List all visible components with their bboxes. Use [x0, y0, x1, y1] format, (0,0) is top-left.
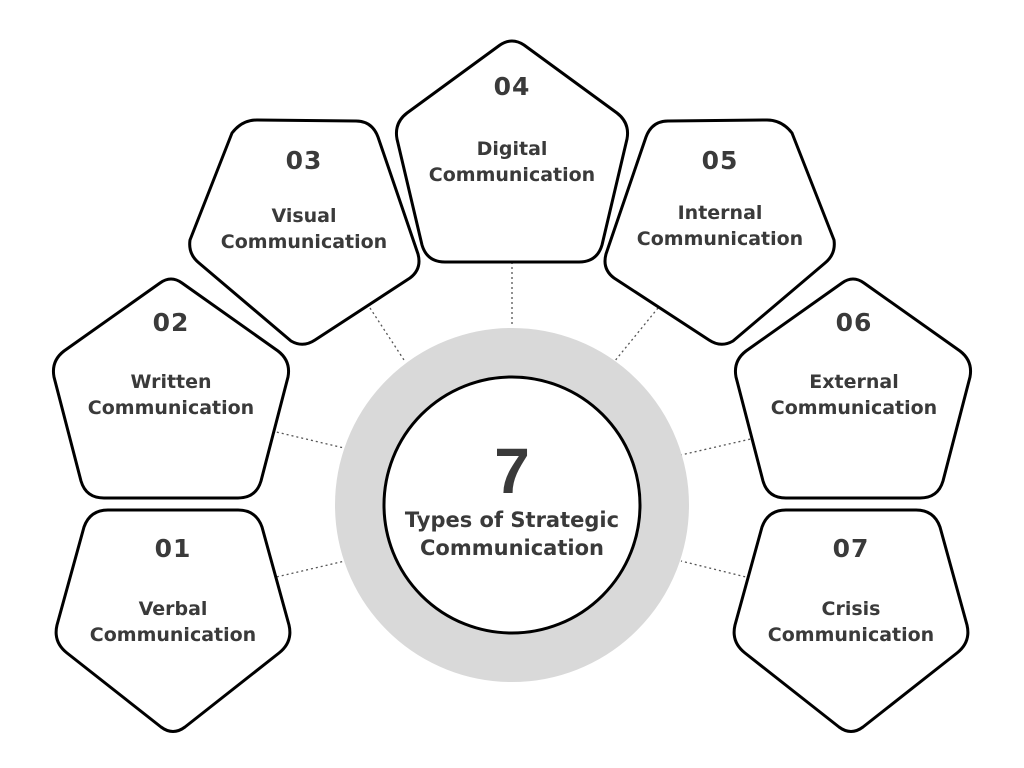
- pentagon-06: [734, 277, 972, 500]
- center-title-line2: Communication: [420, 536, 604, 560]
- item-07-title-line1: Crisis: [821, 598, 881, 620]
- item-06-title-line1: External: [809, 371, 899, 393]
- item-04-number: 04: [493, 72, 531, 101]
- connector-03: [369, 307, 405, 361]
- pentagon-01: [54, 508, 292, 733]
- item-02-number: 02: [152, 308, 190, 337]
- item-05-title-line2: Communication: [636, 228, 804, 250]
- item-03-title-line1: Visual: [271, 205, 337, 227]
- item-03-number: 03: [285, 146, 323, 175]
- item-04-title-line2: Communication: [428, 164, 596, 186]
- connector-05: [613, 307, 659, 363]
- item-07-title: Crisis Communication: [768, 596, 934, 648]
- item-07-number: 07: [832, 534, 870, 563]
- connector-07: [680, 560, 751, 579]
- center-title: Types of Strategic Communication: [405, 506, 619, 562]
- pentagon-02: [52, 277, 290, 500]
- pentagon-07: [732, 508, 970, 733]
- item-06-title-line2: Communication: [770, 397, 938, 419]
- item-05-number: 05: [701, 146, 739, 175]
- connector-01: [271, 560, 346, 579]
- item-03-title-line2: Communication: [220, 231, 388, 253]
- center-title-line1: Types of Strategic: [404, 508, 620, 532]
- item-01-title-line2: Communication: [89, 624, 257, 646]
- item-01-number: 01: [154, 534, 192, 563]
- item-05-title-line1: Internal: [677, 202, 763, 224]
- center-ring: [335, 328, 689, 682]
- pentagon-04: [395, 39, 629, 264]
- item-06-number: 06: [835, 308, 873, 337]
- item-03-title: Visual Communication: [221, 203, 387, 255]
- item-02-title-line1: Written: [130, 371, 212, 393]
- center-circle: [382, 375, 642, 635]
- item-06-title: External Communication: [771, 369, 937, 421]
- pentagon-05: [603, 118, 836, 346]
- item-04-title-line1: Digital: [476, 138, 548, 160]
- item-07-title-line2: Communication: [767, 624, 935, 646]
- item-02-title: Written Communication: [88, 369, 254, 421]
- connector-06: [680, 437, 756, 456]
- pentagon-03: [188, 118, 421, 346]
- item-02-title-line2: Communication: [87, 397, 255, 419]
- item-01-title: Verbal Communication: [90, 596, 256, 648]
- connector-02: [271, 430, 345, 449]
- center-number: 7: [494, 435, 530, 507]
- item-04-title: Digital Communication: [429, 136, 595, 188]
- item-05-title: Internal Communication: [637, 200, 803, 252]
- item-01-title-line1: Verbal: [138, 598, 208, 620]
